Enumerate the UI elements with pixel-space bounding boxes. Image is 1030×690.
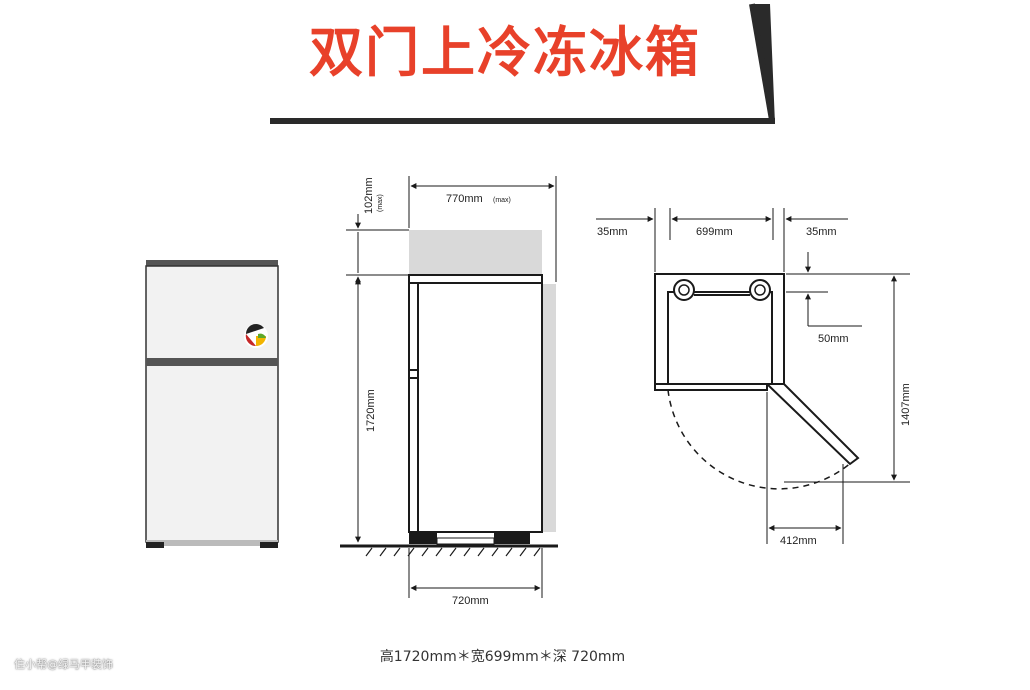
door-swing-arc — [667, 389, 853, 490]
top-clearance-label: 102mm — [363, 177, 375, 214]
back-clearance-label: 50mm — [818, 333, 849, 345]
front-view: 770mm (max) 102mm (max) 1720mm 720mm — [340, 176, 558, 607]
front-fridge-outline — [408, 274, 543, 533]
dimensions-caption: 高1720mm＊宽699mm＊深 720mm — [379, 649, 626, 665]
fridge-foot-left — [146, 542, 164, 548]
fridge-top-panel — [146, 260, 278, 268]
height-label: 1720mm — [365, 389, 377, 432]
fridge-divider — [146, 358, 278, 366]
floor-hatching — [365, 547, 541, 557]
depth-label: 720mm — [452, 595, 489, 607]
fridge-illustration — [145, 260, 279, 548]
side-clearance-zone — [542, 284, 556, 532]
top-clearance-note: (max) — [377, 194, 384, 212]
max-width-label: 770mm — [446, 193, 483, 205]
page-title: 双门上冷冻冰箱 — [309, 21, 701, 84]
door-swing-label: 412mm — [780, 535, 817, 547]
title-banner: 双门上冷冻冰箱 — [0, 0, 1030, 130]
door-open — [764, 383, 860, 466]
door-open-depth-label: 1407mm — [900, 383, 912, 426]
top-clearance-zone — [409, 230, 542, 274]
door-closed — [654, 383, 768, 391]
right-gap-label: 35mm — [806, 226, 837, 238]
watermark: 住小帮@绿马甲装饰 — [14, 658, 113, 671]
left-gap-label: 35mm — [597, 226, 628, 238]
top-view: 35mm 699mm 35mm 50mm 1407mm 412mm — [596, 208, 912, 547]
brand-logo-icon — [244, 323, 268, 348]
title-banner-frame — [270, 3, 775, 124]
fridge-foot-right — [260, 542, 278, 548]
fridge-base — [146, 540, 278, 546]
max-width-note: (max) — [493, 197, 511, 204]
fridge-body — [145, 265, 279, 543]
width-label: 699mm — [696, 226, 733, 238]
